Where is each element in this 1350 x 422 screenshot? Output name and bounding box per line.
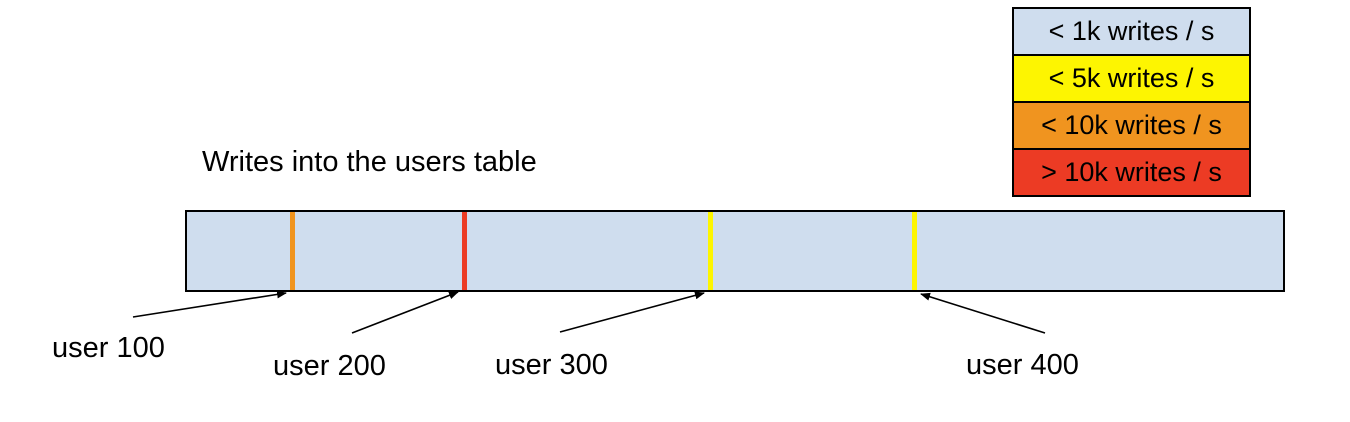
user-100-arrow: [132, 290, 287, 318]
legend-item-label: < 1k writes / s: [1048, 16, 1215, 46]
diagram-title: Writes into the users table: [202, 146, 537, 178]
legend-item-lt-10k: < 10k writes / s: [1014, 101, 1249, 148]
user-200-marker: [462, 212, 467, 290]
users-table-bar: [185, 210, 1285, 292]
user-300-label: user 300: [495, 349, 608, 381]
user-100-label: user 100: [52, 332, 165, 364]
user-300-marker: [708, 212, 713, 290]
legend-item-lt-1k: < 1k writes / s: [1014, 9, 1249, 54]
user-200-label: user 200: [273, 350, 386, 382]
legend: < 1k writes / s < 5k writes / s < 10k wr…: [1012, 7, 1251, 197]
legend-item-lt-5k: < 5k writes / s: [1014, 54, 1249, 101]
legend-item-label: < 10k writes / s: [1041, 110, 1222, 140]
legend-item-gt-10k: > 10k writes / s: [1014, 148, 1249, 195]
user-100-marker: [290, 212, 295, 290]
legend-item-label: < 5k writes / s: [1048, 63, 1215, 93]
user-400-marker: [912, 212, 917, 290]
user-400-label: user 400: [966, 349, 1079, 381]
user-200-arrow: [351, 291, 459, 334]
user-400-arrow: [920, 292, 1046, 334]
legend-item-label: > 10k writes / s: [1041, 157, 1222, 187]
user-300-arrow: [559, 291, 705, 333]
